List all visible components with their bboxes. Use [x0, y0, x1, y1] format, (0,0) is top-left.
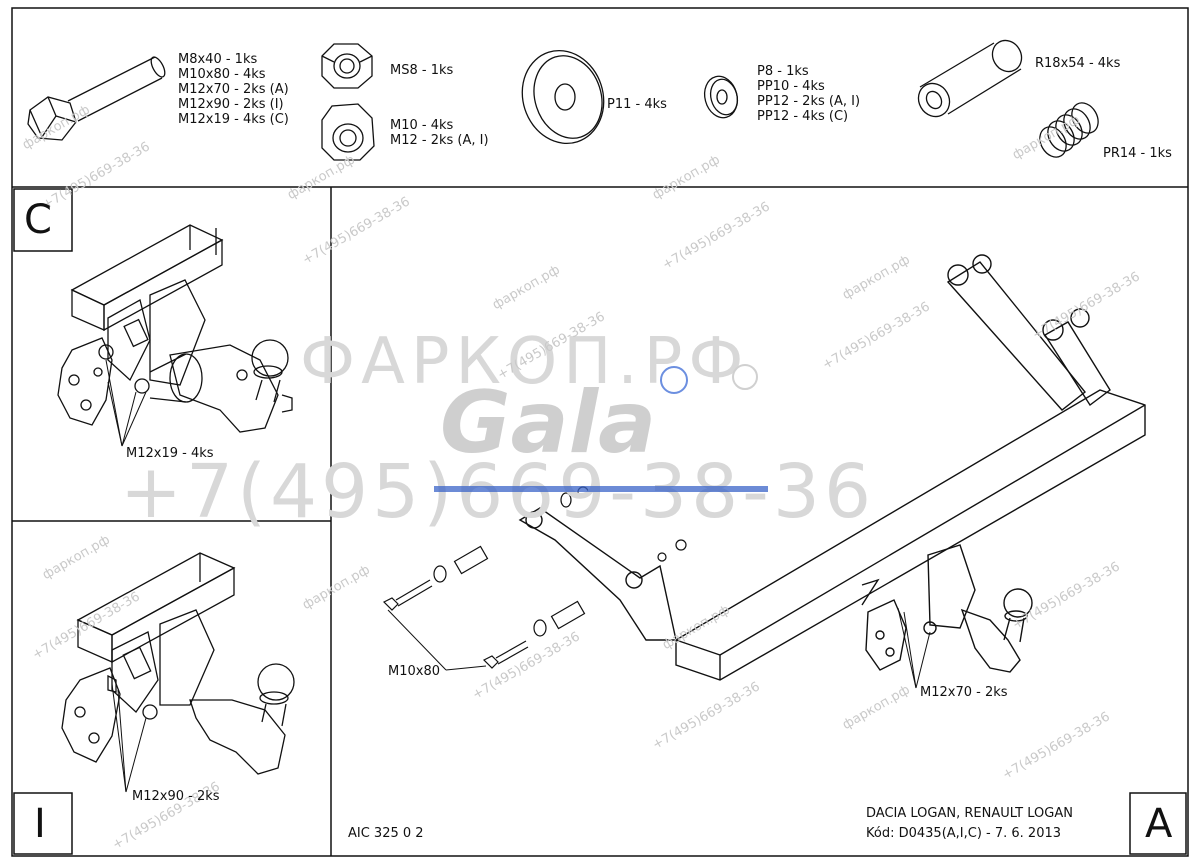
washer-p8-icon: [703, 75, 739, 119]
bolt-label: M12x70 - 2ks (A): [178, 82, 289, 97]
panel-c-assembly: [57, 224, 293, 433]
washer-p11-label: P11 - 4ks: [607, 97, 667, 112]
vehicle-model: DACIA LOGAN, RENAULT LOGAN: [866, 806, 1073, 821]
watermark-logo: Gala: [440, 373, 657, 473]
nut-label: M10 - 4ks: [390, 118, 454, 133]
washer-label: PP10 - 4ks: [757, 79, 825, 94]
bolt-icon: [27, 56, 166, 141]
nut-m10-icon: [321, 103, 375, 161]
letter-box-c: [13, 188, 73, 252]
panel-c-letter: C: [24, 197, 52, 243]
letter-box-a: [1129, 792, 1187, 855]
watermark-blue-ring: [660, 366, 688, 394]
washer-label: PP12 - 4ks (C): [757, 109, 849, 124]
panel-a-callout-m10: M10x80: [388, 664, 440, 679]
bolt-label: M8x40 - 1ks: [178, 52, 258, 67]
nut-ms8-icon: [321, 43, 373, 89]
bolt-label: M10x80 - 4ks: [178, 67, 266, 82]
nut-label: M12 - 2ks (A, I): [390, 133, 489, 148]
panel-i-callout: M12x90 - 2ks: [132, 789, 220, 804]
watermark-phone: +7(495)669-38-36: [120, 449, 876, 535]
drawing-code: AIC 325 0 2: [348, 826, 424, 841]
panel-i-letter: I: [34, 801, 46, 847]
bolt-label: M12x90 - 2ks (I): [178, 97, 284, 112]
sheet-border: [11, 7, 1189, 857]
washer-label-list: P8 - 1ks PP10 - 4ks PP12 - 2ks (A, I) PP…: [757, 64, 860, 124]
washer-label: P8 - 1ks: [757, 64, 809, 79]
bolt-label-list: M8x40 - 1ks M10x80 - 4ks M12x70 - 2ks (A…: [178, 52, 289, 127]
letter-box-i: [13, 792, 73, 855]
spring-label: PR14 - 1ks: [1103, 146, 1172, 161]
nut-label-list: M10 - 4ks M12 - 2ks (A, I): [390, 118, 489, 148]
washer-p11-icon: [521, 49, 605, 145]
panel-c-leaders: [105, 359, 147, 447]
panel-a-hardware: [382, 486, 687, 669]
bolt-label: M12x19 - 4ks (C): [178, 112, 289, 127]
panel-i-assembly: [61, 552, 295, 775]
panel-a-callout-bolt: M12x70 - 2ks: [920, 685, 1008, 700]
spring-icon: [1039, 102, 1099, 158]
washer-label: PP12 - 2ks (A, I): [757, 94, 861, 109]
nut-ms8-label: MS8 - 1ks: [390, 63, 454, 78]
panel-a-letter: A: [1145, 801, 1173, 847]
drawing-kod: Kód: D0435(A,I,C) - 7. 6. 2013: [866, 826, 1062, 841]
panel-a-crossbar: [518, 254, 1146, 681]
spacer-tube-icon: [917, 39, 1023, 118]
spacer-label: R18x54 - 4ks: [1035, 56, 1121, 71]
panel-c-callout: M12x19 - 4ks: [126, 446, 214, 461]
panel-i-leaders: [111, 683, 147, 793]
watermark-registered-mark: [732, 364, 758, 390]
watermark-logo-bar: [434, 486, 768, 492]
panel-a-leaders: [387, 607, 931, 689]
